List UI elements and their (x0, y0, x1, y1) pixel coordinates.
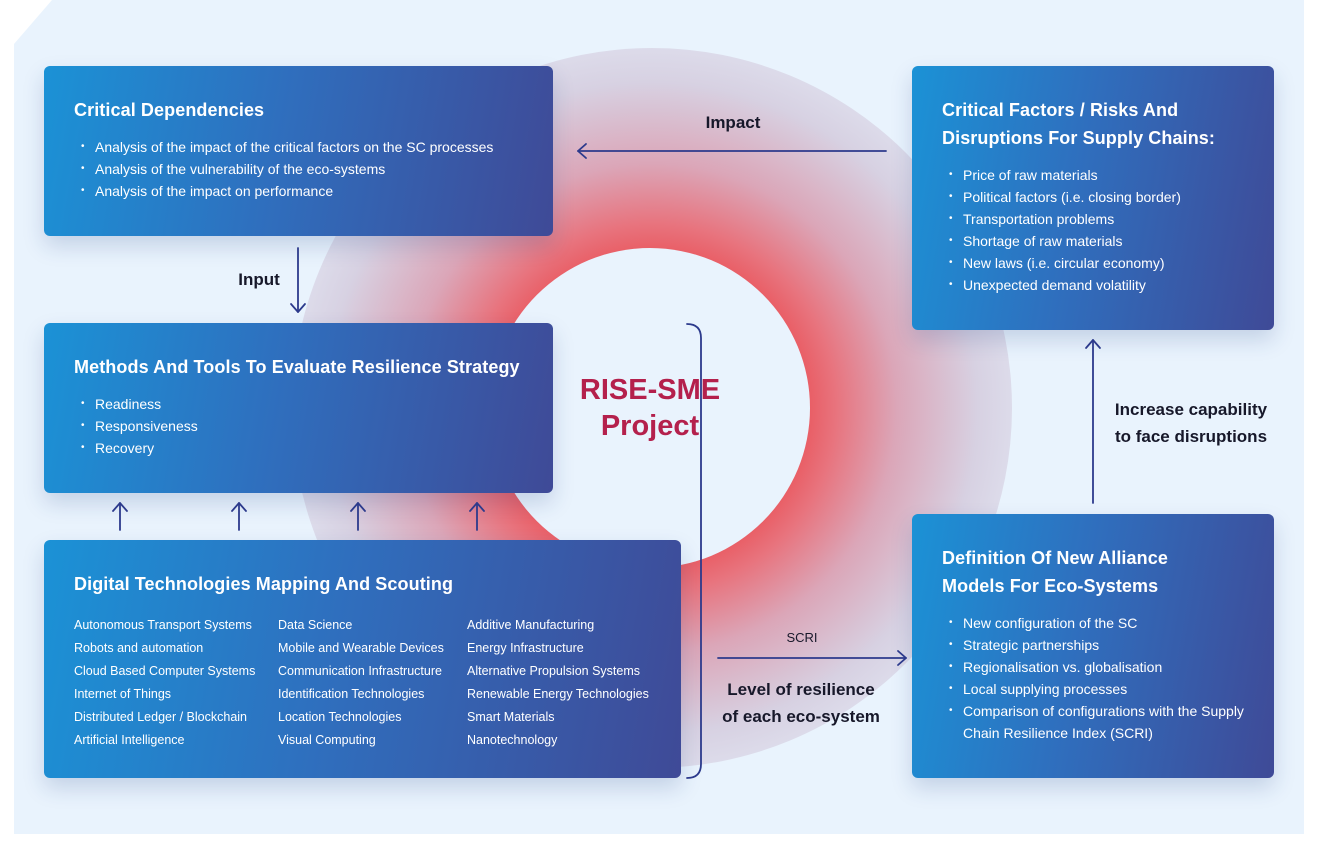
level-of-resilience-label: Level of resilience of each eco-system (706, 676, 896, 730)
list-item: Analysis of the vulnerability of the eco… (74, 158, 523, 180)
list-item: Robots and automation (74, 641, 204, 655)
input-label: Input (238, 270, 280, 289)
scope-bracket (686, 323, 702, 779)
impact-arrow (577, 143, 887, 159)
list-item: New laws (i.e. circular economy) (942, 252, 1254, 274)
alliance-models-list: New configuration of the SC Strategic pa… (942, 612, 1254, 744)
methods-tools-title: Methods And Tools To Evaluate Resilience… (74, 357, 520, 377)
list-item: Analysis of the impact of the critical f… (74, 136, 523, 158)
list-item: Mobile and Wearable Devices (278, 641, 444, 655)
list-item: Smart Materials (467, 710, 555, 724)
level-of-resilience-line2: of each eco-system (722, 707, 880, 726)
center-title-line2: Project (600, 410, 700, 442)
increase-capability-arrow (1085, 339, 1101, 504)
critical-dependencies-card: Critical Dependencies Analysis of the im… (44, 66, 553, 236)
list-item: Renewable Energy Technologies (467, 687, 649, 701)
increase-capability-label: Increase capability to face disruptions (1096, 396, 1286, 450)
list-item: Political factors (i.e. closing border) (942, 186, 1254, 208)
alliance-models-title-line1: Definition Of New Alliance (942, 548, 1168, 568)
list-item: Strategic partnerships (942, 634, 1254, 656)
tech-column-2: Data Science Mobile and Wearable Devices… (278, 614, 444, 752)
scri-arrow (717, 650, 907, 666)
critical-dependencies-title: Critical Dependencies (74, 100, 265, 120)
list-item: Responsiveness (74, 415, 523, 437)
list-item: Cloud Based Computer Systems (74, 664, 256, 678)
methods-tools-card: Methods And Tools To Evaluate Resilience… (44, 323, 553, 493)
list-item: Data Science (278, 618, 353, 632)
digital-technologies-title: Digital Technologies Mapping And Scoutin… (74, 574, 454, 594)
list-item: Local supplying processes (942, 678, 1254, 700)
list-item: Artificial Intelligence (74, 733, 185, 747)
impact-label: Impact (705, 113, 761, 132)
list-item: Communication Infrastructure (278, 664, 442, 678)
list-item: Unexpected demand volatility (942, 274, 1254, 296)
list-item: Comparison of configurations with the Su… (942, 700, 1254, 744)
list-item: Analysis of the impact on performance (74, 180, 523, 202)
increase-capability-line2: to face disruptions (1114, 427, 1268, 446)
critical-factors-card: Critical Factors / Risks And Disruptions… (912, 66, 1274, 330)
scri-label: SCRI (786, 630, 818, 645)
list-item: Price of raw materials (942, 164, 1254, 186)
center-title-line1: RISE-SME (579, 374, 721, 406)
tech-column-3: Additive Manufacturing Energy Infrastruc… (467, 614, 649, 752)
up-arrow-1 (112, 502, 128, 531)
alliance-models-card: Definition Of New Alliance Models For Ec… (912, 514, 1274, 778)
critical-dependencies-list: Analysis of the impact of the critical f… (74, 136, 523, 202)
tech-column-1: Autonomous Transport Systems Robots and … (74, 614, 255, 752)
alliance-models-title-line2: Models For Eco-Systems (942, 576, 1159, 596)
list-item: Distributed Ledger / Blockchain (74, 710, 248, 724)
critical-factors-title-line1: Critical Factors / Risks And (942, 100, 1179, 120)
list-item: Visual Computing (278, 733, 376, 747)
list-item: Additive Manufacturing (467, 618, 595, 632)
list-item: Identification Technologies (278, 687, 425, 701)
list-item: Autonomous Transport Systems (74, 618, 252, 632)
center-title: RISE-SME Project (560, 372, 740, 444)
level-of-resilience-line1: Level of resilience (727, 680, 875, 699)
list-item: Nanotechnology (467, 733, 558, 747)
critical-factors-title-line2: Disruptions For Supply Chains: (942, 128, 1216, 148)
list-item: Alternative Propulsion Systems (467, 664, 640, 678)
methods-tools-list: Readiness Responsiveness Recovery (74, 393, 523, 459)
list-item: Regionalisation vs. globalisation (942, 656, 1254, 678)
list-item: Energy Infrastructure (467, 641, 584, 655)
list-item: Readiness (74, 393, 523, 415)
increase-capability-line1: Increase capability (1114, 400, 1268, 419)
up-arrow-3 (350, 502, 366, 531)
list-item: Location Technologies (278, 710, 402, 724)
input-arrow (290, 247, 306, 313)
up-arrow-4 (469, 502, 485, 531)
list-item: Transportation problems (942, 208, 1254, 230)
up-arrow-2 (231, 502, 247, 531)
list-item: Internet of Things (74, 687, 172, 701)
list-item: Shortage of raw materials (942, 230, 1254, 252)
digital-technologies-card: Digital Technologies Mapping And Scoutin… (44, 540, 681, 778)
list-item: New configuration of the SC (942, 612, 1254, 634)
critical-factors-list: Price of raw materials Political factors… (942, 164, 1254, 296)
list-item: Recovery (74, 437, 523, 459)
